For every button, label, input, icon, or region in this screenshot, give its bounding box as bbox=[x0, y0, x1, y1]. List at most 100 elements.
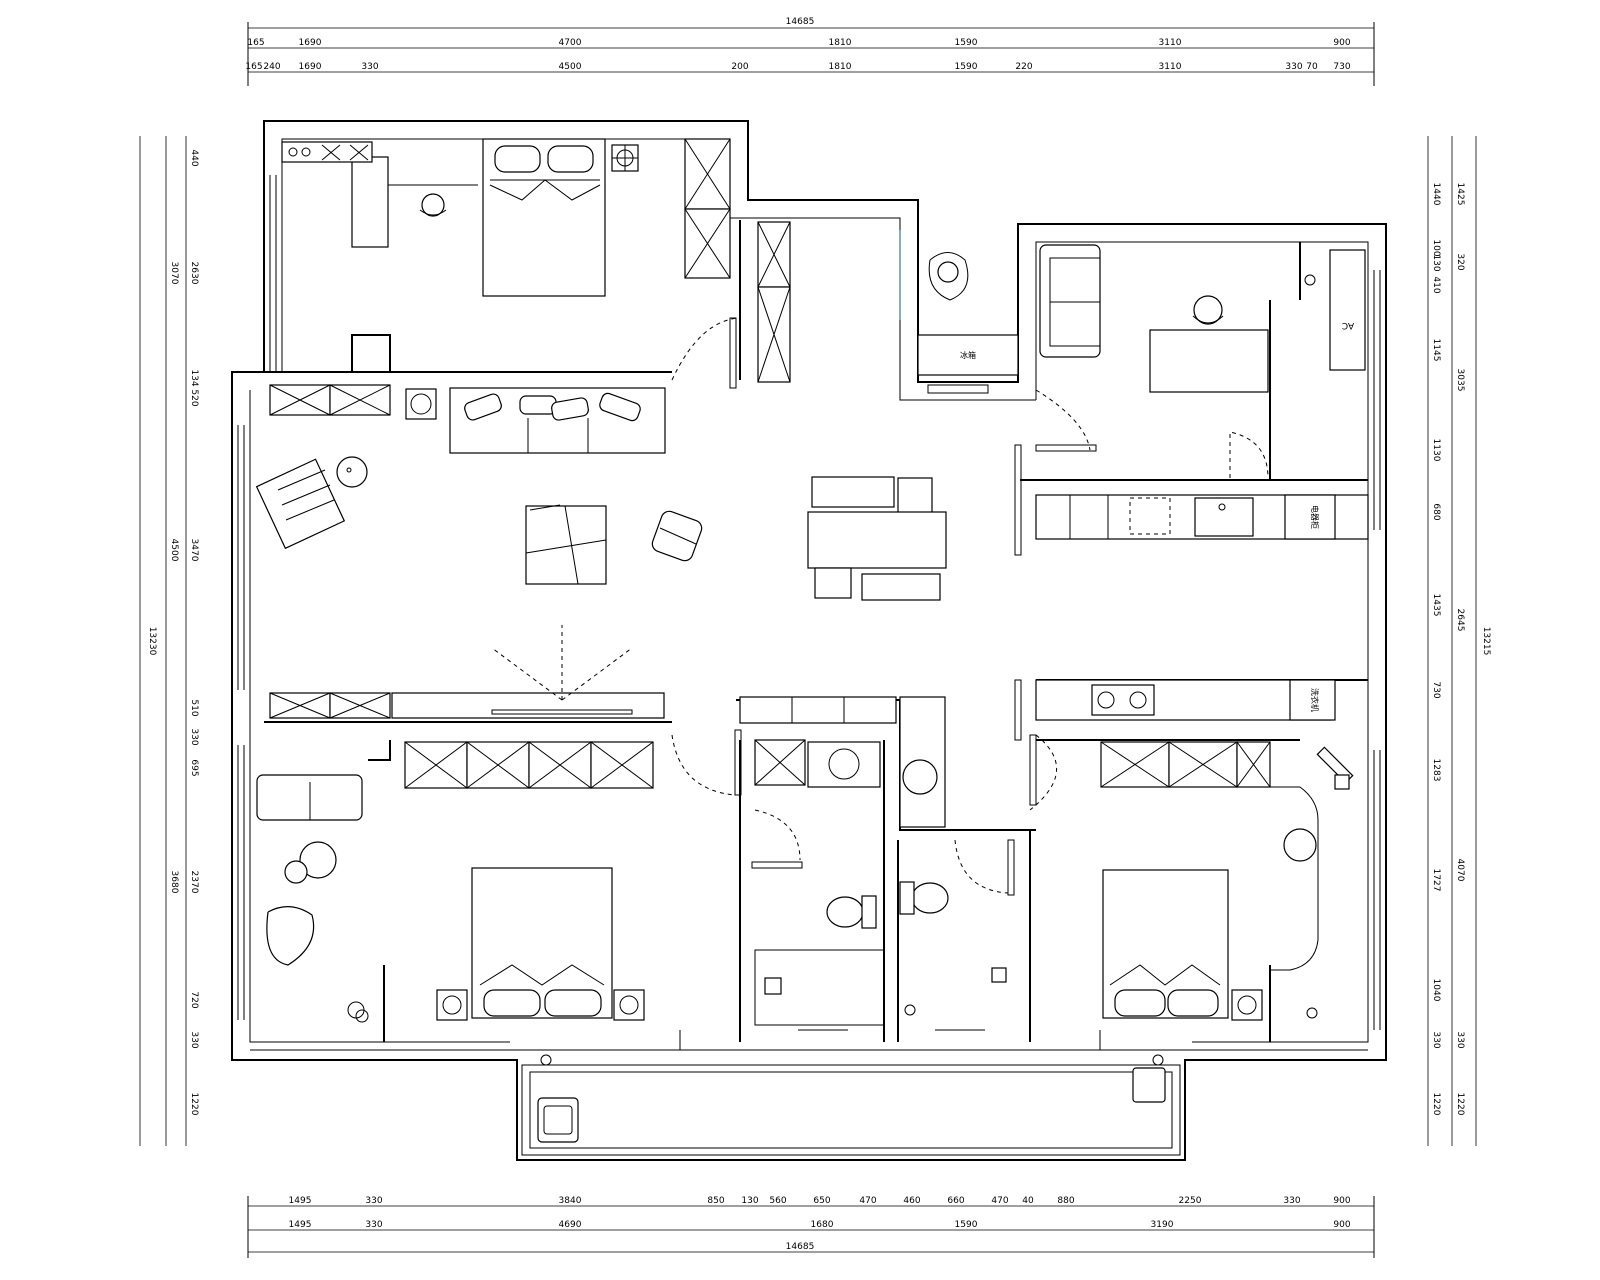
doors bbox=[671, 317, 1097, 896]
dimension-value: 510 bbox=[189, 699, 199, 716]
dimension-value: 650 bbox=[813, 1196, 830, 1206]
dimension-value: 330 bbox=[189, 1031, 199, 1048]
dimension-value: 200 bbox=[731, 62, 748, 72]
bedroom-bottom-right bbox=[1100, 741, 1354, 1021]
sofa-icon bbox=[449, 387, 666, 454]
dining-area bbox=[807, 476, 947, 601]
chair-icon bbox=[1283, 828, 1317, 862]
dimension-value: 3840 bbox=[559, 1196, 582, 1206]
dimension-value: 4500 bbox=[559, 62, 582, 72]
sink-icon bbox=[1194, 497, 1254, 537]
stove-icon bbox=[1091, 684, 1155, 716]
dim-top-overall: 14685 bbox=[786, 17, 815, 27]
dimension-value: 880 bbox=[1057, 1196, 1074, 1206]
bathroom-right bbox=[899, 696, 1007, 1016]
balcony bbox=[537, 1054, 1166, 1143]
dimension-right: 1440100130410114511306801435730128317271… bbox=[1427, 136, 1491, 1146]
study-room: AC bbox=[1039, 244, 1366, 479]
dimension-value: 130 bbox=[1431, 254, 1441, 271]
dimension-value: 240 bbox=[263, 62, 280, 72]
lamp-icon bbox=[1231, 989, 1263, 1021]
corridor-cabinet bbox=[757, 221, 791, 383]
tall-unit bbox=[1284, 494, 1336, 540]
bed-icon bbox=[1102, 869, 1229, 1019]
dimension-value: 900 bbox=[1333, 1220, 1350, 1230]
tv-icon bbox=[491, 625, 633, 701]
basin-icon bbox=[807, 741, 881, 788]
sofa-icon bbox=[256, 774, 363, 821]
dimension-value: 330 bbox=[365, 1220, 382, 1230]
dimension-value: 470 bbox=[991, 1196, 1008, 1206]
chair-icon bbox=[897, 477, 933, 515]
lamp-icon bbox=[1316, 746, 1354, 790]
dimension-value: 3070 bbox=[169, 262, 179, 285]
plant-icon bbox=[347, 1001, 369, 1023]
dimension-value: 1145 bbox=[1431, 339, 1441, 362]
chair-icon bbox=[814, 567, 941, 601]
balcony-cabinet bbox=[1132, 1067, 1166, 1103]
dining-table bbox=[807, 511, 947, 569]
dimension-value: 730 bbox=[1333, 62, 1350, 72]
dimension-value: 3035 bbox=[1455, 369, 1465, 392]
wardrobe-right bbox=[684, 138, 731, 279]
dimension-value: 1810 bbox=[829, 62, 852, 72]
dimension-value: 560 bbox=[769, 1196, 786, 1206]
dimension-value: 70 bbox=[1306, 62, 1318, 72]
dimension-value: 1130 bbox=[1431, 439, 1441, 462]
toilet-icon bbox=[899, 881, 949, 915]
bed-icon bbox=[471, 867, 613, 1019]
sofa-icon bbox=[1039, 244, 1101, 358]
dimension-value: 680 bbox=[1431, 503, 1441, 520]
chair-icon bbox=[419, 193, 447, 217]
dimension-left: 4402630134520347051033069523707203301220… bbox=[139, 136, 199, 1146]
lamp-icon bbox=[436, 989, 645, 1021]
dimension-value: 900 bbox=[1333, 1196, 1350, 1206]
dimension-value: 3470 bbox=[189, 539, 199, 562]
dimension-value: 1495 bbox=[289, 1220, 312, 1230]
dimension-value: 330 bbox=[1285, 62, 1302, 72]
dimension-value: 2630 bbox=[189, 262, 199, 285]
dimension-value: 330 bbox=[365, 1196, 382, 1206]
dimension-value: 320 bbox=[1455, 253, 1465, 270]
dimension-value: 695 bbox=[189, 759, 199, 776]
dimension-value: 165 bbox=[247, 38, 264, 48]
dimension-value: 2370 bbox=[189, 871, 199, 894]
dimension-value: 410 bbox=[1431, 276, 1441, 293]
dimension-value: 330 bbox=[361, 62, 378, 72]
bedroom-bottom-left bbox=[256, 741, 654, 1023]
dimension-value: 460 bbox=[903, 1196, 920, 1206]
dimension-value: 1440 bbox=[1431, 183, 1441, 206]
dimension-value: 330 bbox=[1283, 1196, 1300, 1206]
dimension-value: 330 bbox=[1455, 1031, 1465, 1048]
armchair-icon bbox=[651, 510, 703, 562]
dimension-value: 520 bbox=[189, 389, 199, 406]
dimension-value: 1810 bbox=[829, 38, 852, 48]
dimension-value: 470 bbox=[859, 1196, 876, 1206]
side-table bbox=[336, 456, 368, 488]
dimension-value: 1727 bbox=[1431, 869, 1441, 892]
dim-left-overall: 13230 bbox=[147, 627, 157, 656]
desk bbox=[351, 156, 389, 248]
dimension-value: 1590 bbox=[955, 62, 978, 72]
dimension-value: 730 bbox=[1431, 681, 1441, 698]
armchair-icon bbox=[255, 458, 346, 550]
dimension-value: 1590 bbox=[955, 1220, 978, 1230]
dimension-value: 3110 bbox=[1159, 62, 1182, 72]
dimension-value: 2250 bbox=[1179, 1196, 1202, 1206]
sideboard bbox=[811, 476, 895, 508]
dimension-value: 134 bbox=[189, 369, 199, 386]
fridge-label: 冰箱 bbox=[960, 350, 976, 360]
dimension-value: 1435 bbox=[1431, 594, 1441, 617]
dimension-value: 130 bbox=[741, 1196, 758, 1206]
dim-right-overall: 13215 bbox=[1481, 627, 1491, 656]
dimension-value: 100 bbox=[1431, 239, 1441, 256]
cabinet-top bbox=[269, 384, 391, 416]
person-icon bbox=[928, 252, 969, 301]
armchair-icon bbox=[266, 906, 315, 966]
washer bbox=[537, 1097, 579, 1143]
dimension-value: 1495 bbox=[289, 1196, 312, 1206]
wardrobe-top bbox=[281, 141, 373, 163]
dimension-value: 900 bbox=[1333, 38, 1350, 48]
